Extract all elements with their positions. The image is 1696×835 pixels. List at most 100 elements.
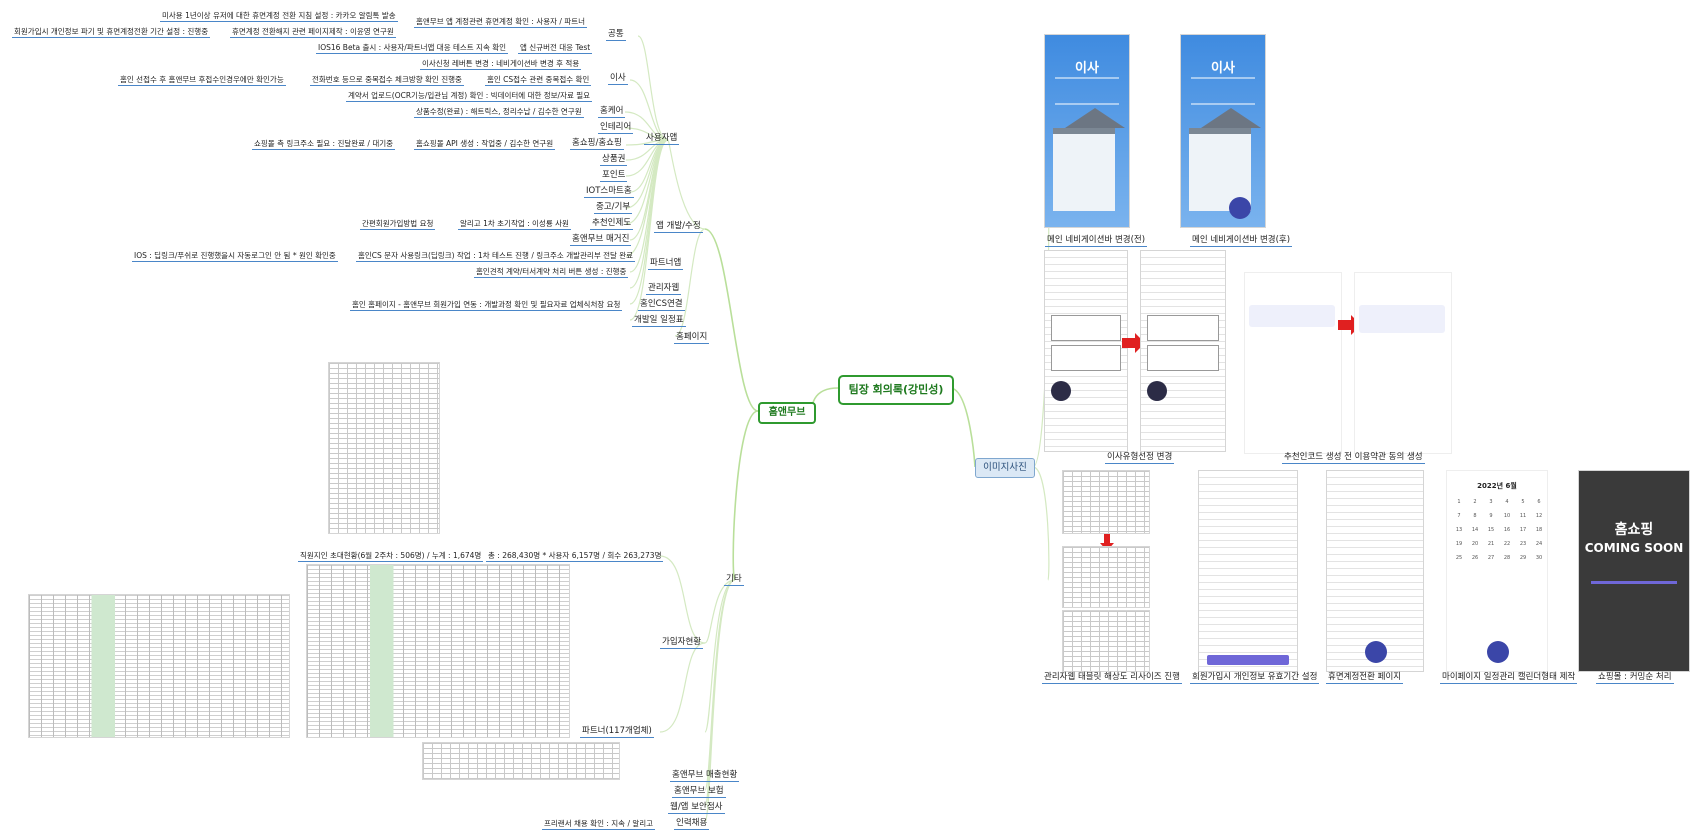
shot-nav-before-title: 이사 [1075,61,1099,76]
arrow-down-icon [1100,534,1114,551]
node-homeshop-a1[interactable]: 쇼핑몰 측 링크주소 필요 : 진달완료 / 대기중 [252,139,396,150]
shot-nav-after-title: 이사 [1211,61,1235,76]
node-moving-c[interactable]: 계약서 업로드(OCR기능/입관님 계정) 확인 : 빅데이터에 대한 정보/자… [346,91,593,102]
calendar-month: 2022년 6월 [1477,482,1517,490]
partner-list-image-2 [306,564,570,738]
branch-homenmove[interactable]: 홈앤무브 [758,402,816,424]
option-box [1051,345,1121,371]
node-hiring-a[interactable]: 프리랜서 채용 확인 : 지속 / 알리고 [542,819,656,830]
nav-center-badge [1487,641,1509,663]
node-magazine[interactable]: 홈앤무브 매거진 [570,234,632,246]
node-members-c[interactable]: 파트너(117개업체) [580,726,654,738]
referral-code-box [1249,305,1335,327]
node-moving-a[interactable]: 이사신청 레버튼 변경 : 네비게이션바 변경 후 적용 [420,59,582,70]
node-members[interactable]: 가입자현황 [660,637,704,649]
node-schedule[interactable]: 개발일 일정표 [632,315,686,327]
node-partner-b[interactable]: 홈인견적 계약/터서계약 처리 버튼 생성 : 진행중 [474,267,629,278]
shot-nav-after-text [1191,77,1255,105]
arrow-right-icon [1122,333,1145,353]
option-box [1051,315,1121,341]
node-homein-a[interactable]: 홈인 홈페이지 - 홈앤무브 회원가입 연동 : 개발과정 확인 및 필요자료 … [350,300,623,311]
shot-admin-1 [1062,470,1150,534]
node-sales[interactable]: 홈앤무브 매출현황 [670,770,740,782]
caption-nav-after: 메인 네비게이션바 변경(후) [1190,235,1293,247]
branch-image-photos[interactable]: 이미지사진 [975,458,1035,478]
node-insurance[interactable]: 홈앤무브 보험 [672,786,726,798]
partner-list-image-1 [28,594,290,738]
caption-dormant: 휴면계정전환 페이지 [1326,672,1404,684]
root-node[interactable]: 팀장 회의록(강민성) [838,375,954,405]
node-referral[interactable]: 추천인제도 [590,218,634,230]
node-common-b[interactable]: 휴면계정 전환해지 관련 페이지제작 : 이윤영 연구원 [230,27,396,38]
node-gift[interactable]: 상품권 [600,154,628,166]
caption-nav-before: 메인 네비게이션바 변경(전) [1045,235,1148,247]
node-app-dev[interactable]: 앱 개발/수정 [654,221,703,233]
option-box [1147,315,1219,341]
shot-nav-before: 이사 [1044,34,1130,228]
shot-nav-after: 이사 [1180,34,1266,228]
house-illustration [1053,108,1126,211]
node-common-a1[interactable]: 미사용 1년이상 유저에 대한 휴면계정 전환 지침 설정 : 카카오 알림톡 … [160,11,398,22]
node-moving-b2[interactable]: 홈인 선접수 후 홈앤무브 후접수인경우에만 확인가능 [118,75,286,86]
node-partner-a1[interactable]: IOS : 딥링크/푸쉬로 진행했을시 자동로그인 안 됨 * 원인 확인중 [132,251,338,262]
caption-calendar: 마이페이지 일정관리 캘린더형태 제작 [1440,672,1578,684]
caption-referral: 추천인코드 생성 전 이용약관 동의 생성 [1282,452,1425,464]
submit-bar [1207,655,1289,665]
arrow-right-icon [1338,315,1361,335]
caption-moving-type: 이사유형선정 변경 [1105,452,1175,464]
caption-admin: 관리자웹 태블릿 해상도 리사이즈 진행 [1042,672,1182,684]
app-logo-icon [1051,381,1071,401]
shot-referral-before [1244,272,1342,454]
node-user-app[interactable]: 사용자앱 [644,133,680,145]
shot-coming-soon: 홈쇼핑 COMING SOON [1578,470,1690,672]
referral-code-box [1359,305,1445,333]
node-common-b1[interactable]: 회원가입시 개인정보 파기 및 휴면계정전환 기간 설정 : 진행중 [12,27,211,38]
shot-moving-type-after [1140,250,1226,452]
node-partner-a[interactable]: 홈인CS 문자 사용링크(딥링크) 작업 : 1차 테스트 진행 / 링크주소 … [356,251,636,262]
option-box [1147,345,1219,371]
node-moving-b[interactable]: 홈인 CS접수 관련 중복접수 확인 [485,75,592,86]
node-homein[interactable]: 홈인CS연결 [638,299,685,311]
node-homeshop[interactable]: 홈쇼핑/홈쇼핑 [570,138,624,150]
node-hiring[interactable]: 인력채용 [674,818,710,830]
node-common[interactable]: 공통 [606,29,626,41]
shot-dormant-page [1326,470,1424,672]
nav-center-badge [1365,641,1387,663]
node-point[interactable]: 포인트 [600,170,628,182]
node-etc[interactable]: 기타 [724,574,744,586]
shot-referral-after [1354,272,1452,454]
node-security[interactable]: 웹/앱 보안점사 [668,802,725,814]
node-common-a[interactable]: 홈앤무브 앱 계정관련 휴면계정 확인 : 사용자 / 파트너 [414,17,588,28]
progress-bar [1591,581,1677,584]
node-common-c1[interactable]: IOS16 Beta 출시 : 사용자/파트너앱 대응 테스트 지속 확인 [316,43,509,54]
shot-admin-2 [1062,546,1150,608]
members-table-image [328,362,440,534]
shot-admin-3 [1062,610,1150,672]
node-moving[interactable]: 이사 [608,73,628,85]
node-homecare-a[interactable]: 상품수정(완료) : 해트릭스, 정리수납 / 김수한 연구원 [414,107,584,118]
node-partner[interactable]: 파트너앱 [648,258,684,270]
caption-privacy: 회원가입시 개인정보 유효기간 설정 [1190,672,1320,684]
sales-table-image [422,742,620,780]
coming-soon-title: 홈쇼핑 [1614,522,1654,538]
node-members-a[interactable]: 직원지인 초대현황(6월 2주차 : 506명) / 누계 : 1,674명 [298,551,484,562]
nav-center-badge [1229,197,1251,219]
node-homepage[interactable]: 홈페이지 [674,332,710,344]
node-common-c[interactable]: 앱 신규버전 대응 Test [518,43,593,54]
node-homeshop-a[interactable]: 홈쇼핑몰 API 생성 : 작업중 / 김수한 연구원 [414,139,556,150]
node-admin[interactable]: 관리자웹 [646,283,682,295]
node-interior[interactable]: 인테리어 [598,122,634,134]
coming-soon-subtitle: COMING SOON [1584,541,1684,555]
node-moving-b1[interactable]: 전화번호 등으로 중복접수 체크방향 확인 진행중 [310,75,464,86]
node-referral-a[interactable]: 알리고 1차 초기작업 : 이성룡 사원 [458,219,571,230]
node-homecare[interactable]: 홈케어 [598,106,626,118]
node-used[interactable]: 중고/기부 [594,202,633,214]
shot-nav-before-text [1055,77,1119,105]
app-logo-icon [1147,381,1167,401]
node-members-b[interactable]: 총 : 268,430명 * 사용자 6,157명 / 회수 263,273명 [486,551,664,562]
node-iot[interactable]: IOT스마트홈 [584,186,634,198]
node-referral-a1[interactable]: 간편회원가입방법 요청 [360,219,436,230]
shot-privacy-period [1198,470,1298,672]
